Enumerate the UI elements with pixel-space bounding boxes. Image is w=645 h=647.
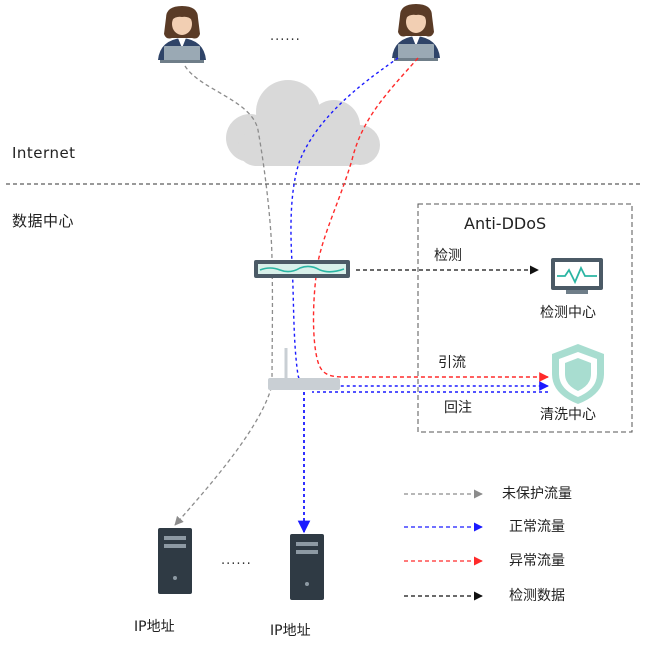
detect-flow-label: 检测 (434, 248, 462, 264)
shield-icon (552, 344, 604, 404)
server-left-label: IP地址 (134, 619, 175, 635)
clean-center-label: 清洗中心 (540, 407, 596, 423)
reinject-flow-label: 回注 (444, 400, 472, 416)
user-icon (392, 4, 440, 61)
legend-label-abnormal: 异常流量 (509, 553, 565, 569)
divert-flow-label: 引流 (438, 355, 466, 371)
unprotected-flow-path (174, 65, 274, 526)
server-icon (290, 534, 324, 600)
user-icon (158, 6, 206, 63)
internet-label: Internet (12, 144, 76, 162)
users-ellipsis: ...... (270, 29, 301, 44)
anti-ddos-box (417, 203, 633, 433)
router-icon (268, 348, 340, 390)
abnormal-flow-path (312, 57, 549, 382)
legend-label-normal: 正常流量 (509, 519, 565, 535)
legend-label-detect: 检测数据 (509, 588, 565, 604)
detect-center-label: 检测中心 (540, 305, 596, 321)
anti-ddos-title: Anti-DDoS (464, 214, 547, 233)
legend-label-unprotected: 未保护流量 (502, 486, 572, 502)
datacenter-label: 数据中心 (12, 212, 75, 230)
normal-flow-path (290, 57, 549, 391)
monitor-icon (551, 258, 603, 294)
servers-ellipsis: ...... (221, 553, 252, 568)
server-icon (158, 528, 192, 594)
server-right-label: IP地址 (270, 623, 311, 639)
cloud-icon (226, 80, 380, 166)
monitor-icon (254, 260, 350, 278)
